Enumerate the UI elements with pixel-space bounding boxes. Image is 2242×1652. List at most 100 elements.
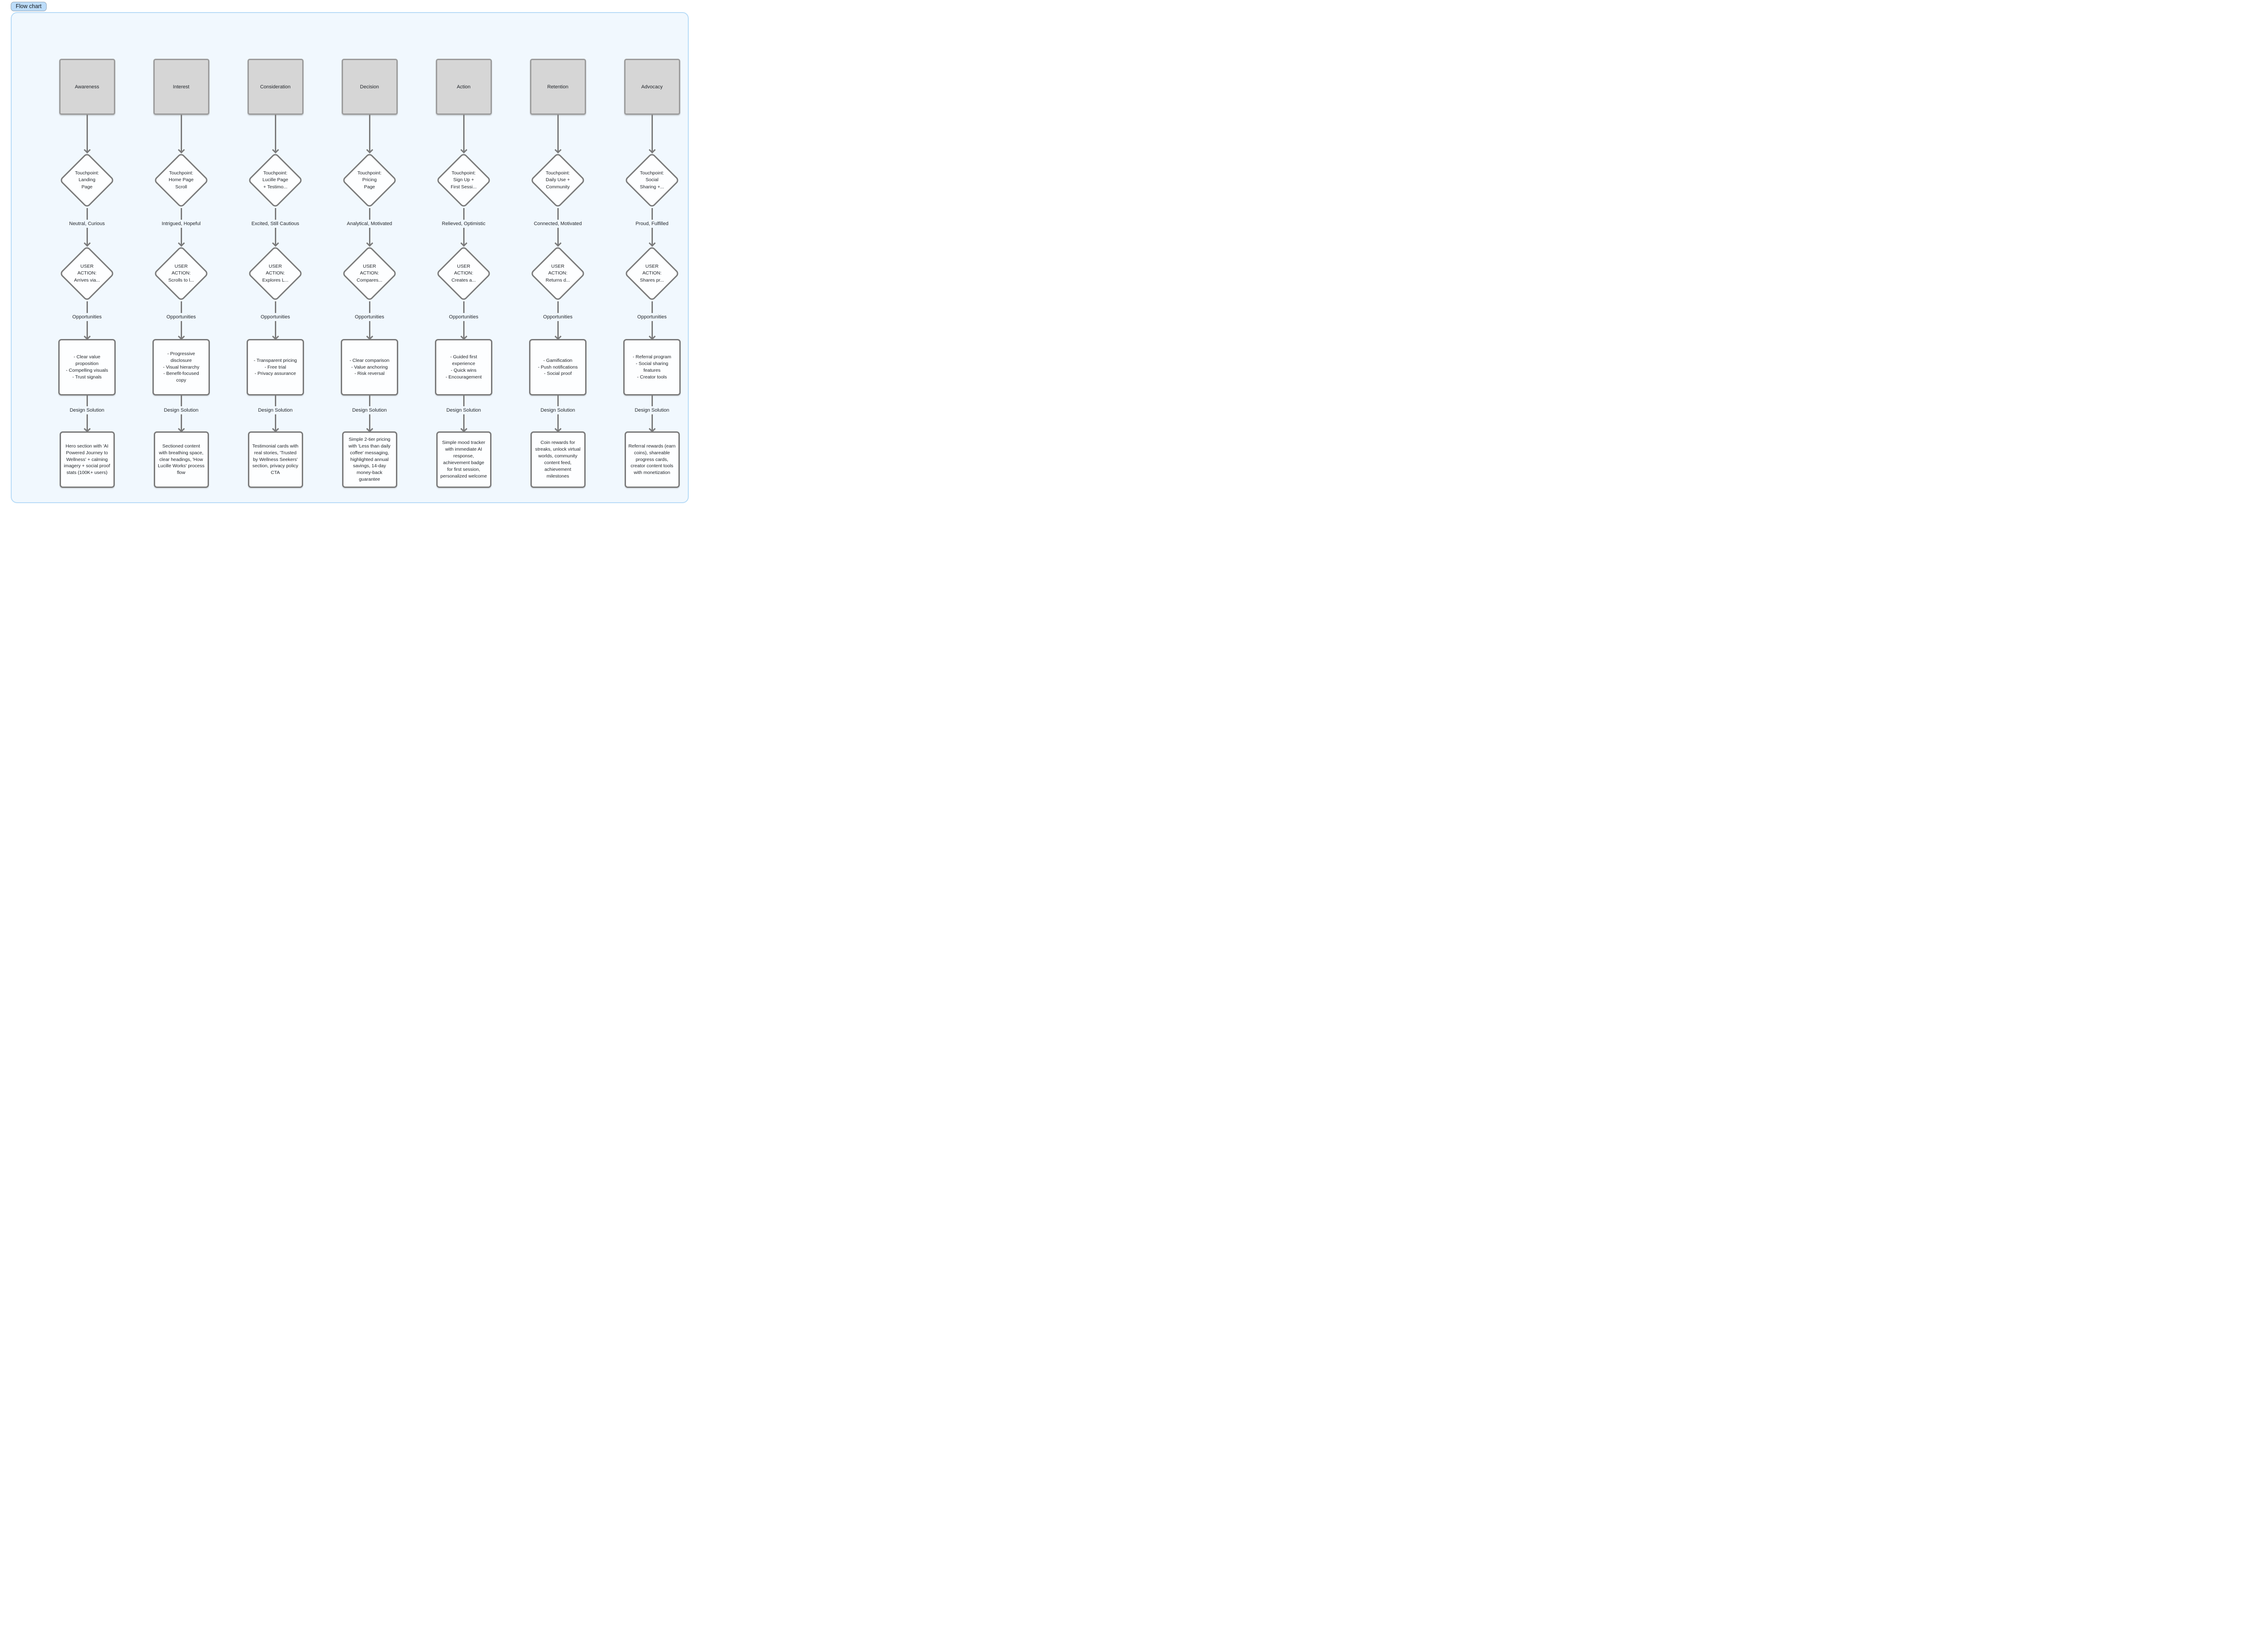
opportunities-label: Opportunities xyxy=(72,314,102,320)
arrow-down-icon xyxy=(177,228,186,247)
stage-label: Retention xyxy=(547,84,569,90)
journey-column-consideration: Consideration Touchpoint: Lucille Page +… xyxy=(246,59,305,488)
design-solution-text: Hero section with 'AI Powered Journey to… xyxy=(64,443,110,476)
touchpoint-label: Touchpoint: Pricing Page xyxy=(357,170,382,190)
arrow-line xyxy=(86,321,88,339)
stage-box: Decision xyxy=(341,59,398,115)
stage-label: Decision xyxy=(360,84,379,90)
touchpoint-label: Touchpoint: Landing Page xyxy=(75,170,99,190)
connector-line xyxy=(463,301,465,313)
touchpoint-diamond: Touchpoint: Pricing Page xyxy=(340,152,399,209)
stage-label: Advocacy xyxy=(641,84,663,90)
arrow-down-icon xyxy=(271,228,280,247)
arrow-down-icon xyxy=(365,321,374,340)
arrow-line xyxy=(463,228,465,246)
user-action-label: USER ACTION: Shares pr... xyxy=(640,264,664,283)
arrow-down-icon xyxy=(83,414,91,433)
arrow-line xyxy=(274,414,276,431)
design-solution-text: Testimonial cards with real stories, 'Tr… xyxy=(252,443,299,476)
design-solution-label: Design Solution xyxy=(352,408,387,413)
opportunities-box: - Clear comparison - Value anchoring - R… xyxy=(341,339,398,396)
arrow-line xyxy=(274,321,276,339)
arrow-line xyxy=(651,414,653,431)
connector-line xyxy=(180,396,182,406)
user-action-diamond: USER ACTION: Creates a... xyxy=(434,245,493,302)
journey-column-interest: Interest Touchpoint: Home Page Scroll In… xyxy=(152,59,211,488)
arrow-down-icon xyxy=(459,115,468,154)
opportunities-label: Opportunities xyxy=(261,314,290,320)
opportunities-box: - Referral program - Social sharing feat… xyxy=(623,339,681,396)
touchpoint-label: Touchpoint: Lucille Page + Testimo... xyxy=(262,170,288,190)
design-solution-text: Simple 2-tier pricing with 'Less than da… xyxy=(348,436,391,483)
design-solution-box: Coin rewards for streaks, unlock virtual… xyxy=(530,431,586,488)
stage-box: Interest xyxy=(153,59,209,115)
flow-chart-badge[interactable]: Flow chart xyxy=(11,2,47,11)
design-solution-label: Design Solution xyxy=(258,408,293,413)
journey-column-retention: Retention Touchpoint: Daily Use + Commun… xyxy=(528,59,587,488)
design-solution-label: Design Solution xyxy=(634,408,669,413)
user-action-diamond: USER ACTION: Shares pr... xyxy=(622,245,682,302)
stage-box: Awareness xyxy=(59,59,115,115)
connector-line xyxy=(86,301,88,313)
arrow-line xyxy=(86,228,88,246)
touchpoint-diamond: Touchpoint: Lucille Page + Testimo... xyxy=(246,152,305,209)
arrow-down-icon xyxy=(177,115,186,154)
arrow-line xyxy=(557,228,559,246)
emotion-label: Analytical, Motivated xyxy=(347,221,392,226)
arrow-down-icon xyxy=(647,228,656,247)
arrow-line xyxy=(180,321,182,339)
user-action-label: USER ACTION: Compares... xyxy=(356,264,382,283)
journey-columns: Awareness Touchpoint: Landing Page Neutr… xyxy=(12,13,688,488)
touchpoint-diamond: Touchpoint: Sign Up + First Sessi... xyxy=(434,152,493,209)
design-solution-text: Referral rewards (earn coins), shareable… xyxy=(628,443,676,476)
journey-column-action: Action Touchpoint: Sign Up + First Sessi… xyxy=(434,59,493,488)
design-solution-label: Design Solution xyxy=(164,408,199,413)
arrow-line xyxy=(651,228,653,246)
touchpoint-diamond: Touchpoint: Landing Page xyxy=(57,152,117,209)
connector-line xyxy=(651,301,653,313)
stage-box: Action xyxy=(435,59,492,115)
touchpoint-label: Touchpoint: Daily Use + Community xyxy=(546,170,570,190)
arrow-down-icon xyxy=(647,115,656,154)
user-action-label: USER ACTION: Explores L... xyxy=(262,264,289,283)
arrow-down-icon xyxy=(459,228,468,247)
arrow-line xyxy=(180,228,182,246)
arrow-down-icon xyxy=(83,115,91,154)
arrow-line xyxy=(463,115,465,152)
design-solution-text: Simple mood tracker with immediate AI re… xyxy=(440,440,487,479)
emotion-label: Intrigued, Hopeful xyxy=(161,221,201,226)
arrow-line xyxy=(651,115,653,152)
design-solution-box: Testimonial cards with real stories, 'Tr… xyxy=(248,431,303,488)
opportunities-label: Opportunities xyxy=(355,314,384,320)
touchpoint-diamond: Touchpoint: Social Sharing +... xyxy=(622,152,682,209)
stage-label: Awareness xyxy=(74,84,100,90)
design-solution-box: Simple mood tracker with immediate AI re… xyxy=(436,431,491,488)
arrow-down-icon xyxy=(365,228,374,247)
connector-line xyxy=(557,208,559,220)
arrow-down-icon xyxy=(271,321,280,340)
arrow-line xyxy=(557,321,559,339)
design-solution-box: Hero section with 'AI Powered Journey to… xyxy=(59,431,115,488)
arrow-down-icon xyxy=(177,321,186,340)
arrow-down-icon xyxy=(271,115,280,154)
arrow-line xyxy=(274,115,276,152)
design-solution-box: Simple 2-tier pricing with 'Less than da… xyxy=(342,431,397,488)
connector-line xyxy=(86,396,88,406)
arrow-down-icon xyxy=(553,228,562,247)
connector-line xyxy=(557,396,559,406)
opportunities-text: - Progressive disclosure - Visual hierar… xyxy=(163,351,200,383)
journey-column-decision: Decision Touchpoint: Pricing Page Analyt… xyxy=(340,59,399,488)
design-solution-text: Sectioned content with breathing space, … xyxy=(158,443,204,476)
touchpoint-label: Touchpoint: Sign Up + First Sessi... xyxy=(451,170,477,190)
emotion-label: Neutral, Curious xyxy=(69,221,105,226)
design-solution-box: Referral rewards (earn coins), shareable… xyxy=(624,431,680,488)
stage-box: Consideration xyxy=(247,59,304,115)
connector-line xyxy=(274,208,276,220)
arrow-line xyxy=(369,228,370,246)
opportunities-label: Opportunities xyxy=(166,314,196,320)
arrow-line xyxy=(557,115,559,152)
arrow-down-icon xyxy=(553,414,562,433)
connector-line xyxy=(463,396,465,406)
connector-line xyxy=(369,208,370,220)
connector-line xyxy=(557,301,559,313)
